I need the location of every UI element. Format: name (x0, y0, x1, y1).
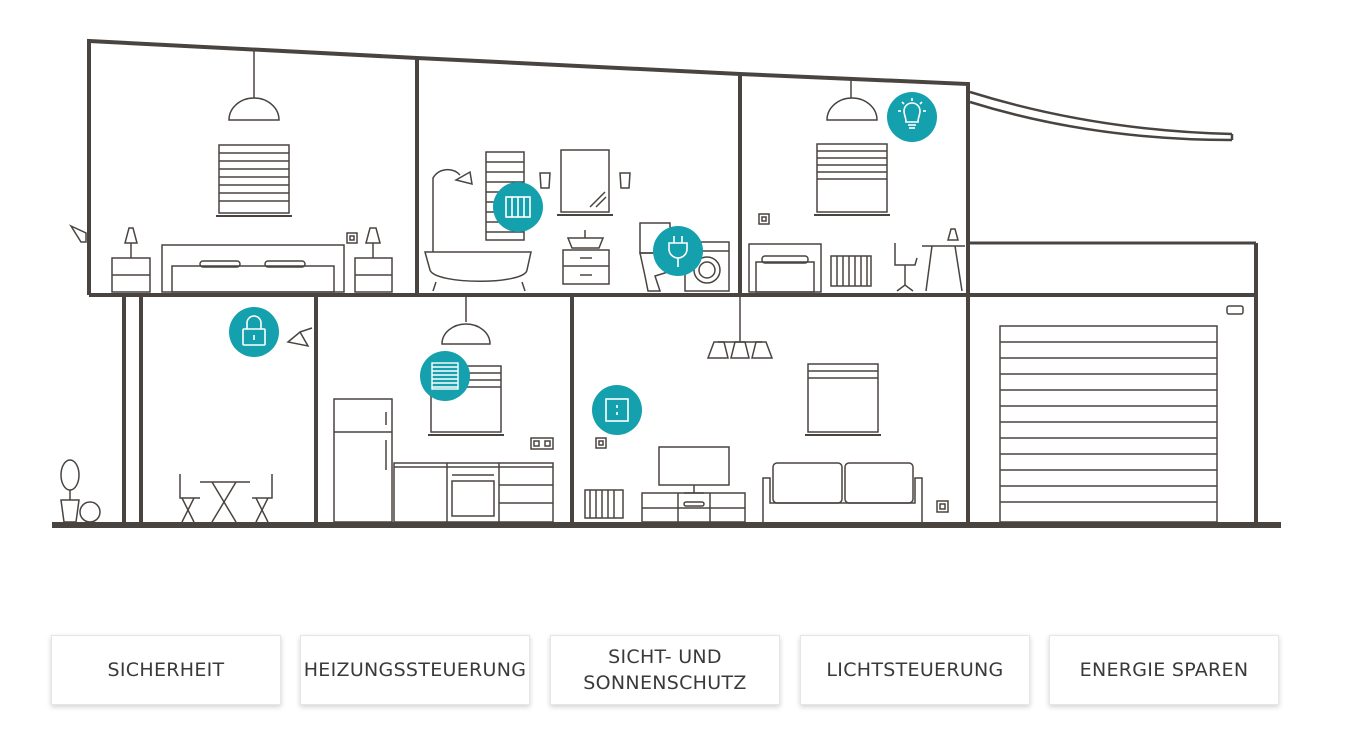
lightbulb-icon (898, 98, 926, 129)
heating-hotspot[interactable] (493, 182, 543, 232)
bathroom (424, 149, 730, 292)
carport-roof (969, 90, 1234, 142)
radiator-icon (505, 196, 531, 218)
office-room (748, 80, 965, 293)
switch-hotspot[interactable] (592, 385, 642, 435)
light-hotspot[interactable] (887, 92, 937, 142)
house-outline (52, 38, 1281, 528)
shutter-icon (431, 362, 459, 390)
tab-label: HEIZUNGSSTEUERUNG (303, 659, 527, 681)
lock-icon (242, 315, 266, 346)
tab-sicherheit[interactable]: SICHERHEIT (51, 635, 281, 705)
shutter-hotspot[interactable] (420, 351, 470, 401)
tab-lichtsteuerung[interactable]: LICHTSTEUERUNG (800, 635, 1030, 705)
tab-label: LICHTSTEUERUNG (826, 659, 1004, 681)
hallway (60, 327, 313, 523)
plug-icon (668, 236, 688, 267)
living-room (584, 297, 949, 523)
tab-energie-sparen[interactable]: ENERGIE SPAREN (1049, 635, 1279, 705)
kitchen (333, 297, 554, 523)
garage (999, 305, 1244, 523)
tab-label: SICHERHEIT (107, 659, 225, 681)
tab-label: ENERGIE SPAREN (1079, 659, 1249, 681)
house-illustration (52, 38, 1281, 528)
switch-icon (605, 398, 629, 422)
tab-heizungssteuerung[interactable]: HEIZUNGSSTEUERUNG (300, 635, 530, 705)
security-hotspot[interactable] (229, 307, 279, 357)
bedroom (69, 50, 393, 293)
energy-hotspot[interactable] (653, 226, 703, 276)
